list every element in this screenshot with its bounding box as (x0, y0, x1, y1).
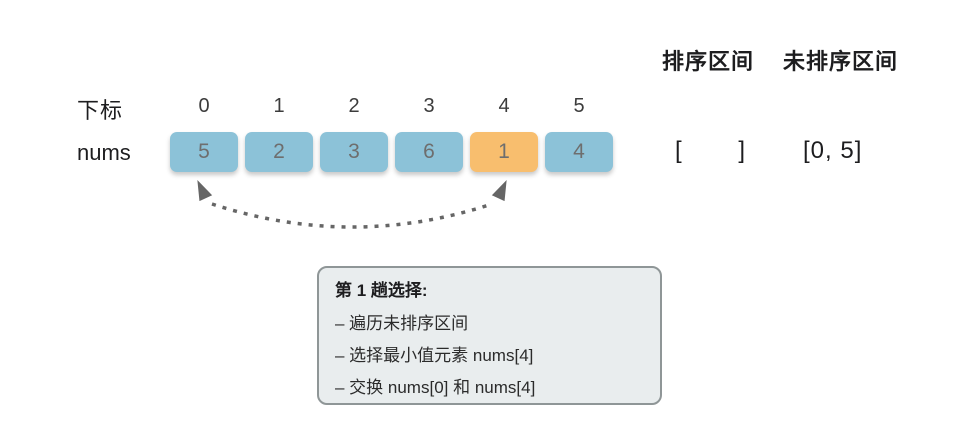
array-cell-min: 1 (470, 132, 538, 172)
arrowhead-right-icon (491, 180, 507, 202)
note-item: – 选择最小值元素 nums[4] (335, 346, 534, 365)
index-cell: 0 (198, 95, 210, 117)
arrowhead-left-icon (197, 180, 213, 202)
bracket-open: [ (675, 137, 682, 164)
header-unsorted-interval: 未排序区间 (783, 49, 899, 74)
header-sorted-interval: 排序区间 (662, 49, 755, 74)
unsorted-interval-value: [0, 5] (803, 137, 863, 164)
index-cell: 3 (423, 95, 435, 117)
index-cell: 2 (348, 95, 360, 117)
note-box: 第 1 趟选择: – 遍历未排序区间 – 选择最小值元素 nums[4] – 交… (317, 266, 662, 405)
index-cell: 5 (573, 95, 585, 117)
array-cell: 6 (395, 132, 463, 172)
dashed-curve (211, 202, 493, 229)
index-row-label: 下标 (77, 98, 124, 123)
bracket-close: ] (738, 137, 745, 164)
index-cell: 1 (273, 95, 285, 117)
array-cell: 3 (320, 132, 388, 172)
note-title: 第 1 趟选择: (335, 281, 428, 300)
index-cell: 4 (498, 95, 510, 117)
note-item: – 交换 nums[0] 和 nums[4] (335, 378, 536, 397)
array-cell: 5 (170, 132, 238, 172)
swap-arrow-icon (197, 180, 507, 229)
sorted-interval-value: [ ] (675, 137, 745, 165)
note-item: – 遍历未排序区间 (335, 314, 469, 333)
array-cell: 4 (545, 132, 613, 172)
array-cell: 2 (245, 132, 313, 172)
array-row-label: nums (77, 140, 131, 165)
